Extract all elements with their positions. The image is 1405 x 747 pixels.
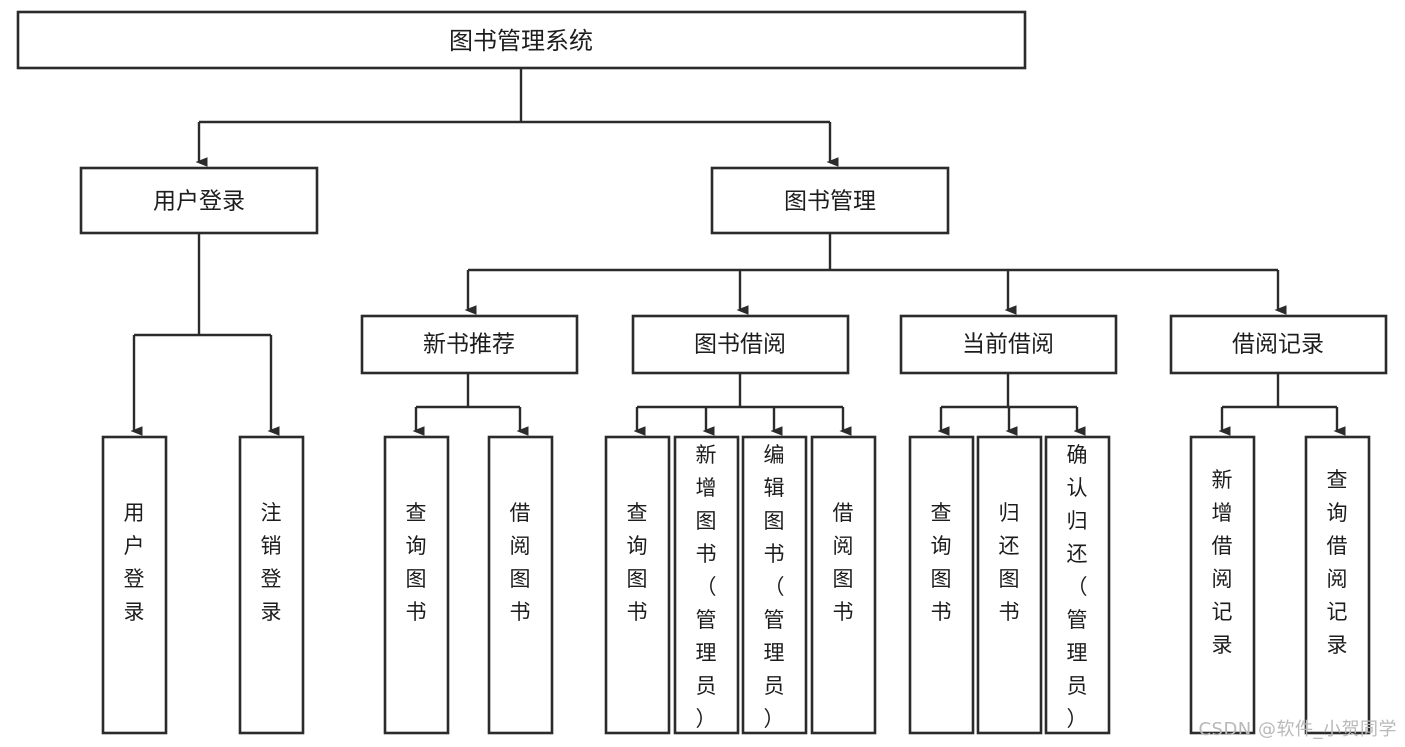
- node-leaf-borrow-book-2-box[interactable]: [810, 435, 877, 735]
- node-leaf-user-login[interactable]: 用户登录: [101, 435, 168, 735]
- node-leaf-borrow-book-1-label: 借阅图书: [510, 501, 531, 624]
- node-leaf-edit-book[interactable]: 编辑图书（管理员）: [741, 435, 808, 735]
- node-leaf-query-book-3[interactable]: 查询图书: [908, 435, 975, 735]
- node-current-borrow-label: 当前借阅: [962, 332, 1054, 358]
- node-new-book-recommend-label: 新书推荐: [423, 332, 515, 358]
- node-user-login-box[interactable]: [79, 166, 319, 235]
- node-leaf-logout-box[interactable]: [238, 435, 305, 735]
- node-book-manage[interactable]: 图书管理: [710, 166, 950, 235]
- node-leaf-borrow-book-2-label: 借阅图书: [833, 501, 854, 624]
- node-book-manage-box[interactable]: [710, 166, 950, 235]
- node-leaf-add-record-label: 新增借阅记录: [1212, 468, 1233, 657]
- node-current-borrow-box[interactable]: [899, 314, 1118, 375]
- node-root[interactable]: 图书管理系统: [16, 10, 1027, 70]
- node-new-book-recommend[interactable]: 新书推荐: [360, 314, 579, 375]
- node-leaf-logout-label: 注销登录: [261, 501, 282, 624]
- node-leaf-query-record-box[interactable]: [1304, 435, 1371, 735]
- node-leaf-query-book-2-label: 查询图书: [627, 501, 648, 624]
- node-leaf-query-book-1-label: 查询图书: [406, 501, 427, 624]
- node-leaf-add-book[interactable]: 新增图书（管理员）: [673, 435, 740, 735]
- node-leaf-query-record[interactable]: 查询借阅记录: [1304, 435, 1371, 735]
- node-book-borrow-box[interactable]: [631, 314, 850, 375]
- node-leaf-query-book-3-box[interactable]: [908, 435, 975, 735]
- node-book-manage-label: 图书管理: [784, 189, 876, 215]
- node-leaf-confirm-return-label: 确认归还（管理员）: [1067, 443, 1088, 731]
- node-leaf-add-book-box[interactable]: [673, 435, 740, 735]
- node-leaf-borrow-book-2[interactable]: 借阅图书: [810, 435, 877, 735]
- node-borrow-record-box[interactable]: [1169, 314, 1388, 375]
- node-leaf-query-book-2-box[interactable]: [604, 435, 671, 735]
- node-leaf-edit-book-label: 编辑图书（管理员）: [764, 443, 785, 731]
- node-leaf-user-login-label: 用户登录: [124, 501, 145, 624]
- node-leaf-query-book-1-box[interactable]: [383, 435, 450, 735]
- node-book-borrow-label: 图书借阅: [694, 332, 786, 358]
- node-leaf-add-record-box[interactable]: [1189, 435, 1256, 735]
- node-leaf-add-record[interactable]: 新增借阅记录: [1189, 435, 1256, 735]
- node-book-borrow[interactable]: 图书借阅: [631, 314, 850, 375]
- node-current-borrow[interactable]: 当前借阅: [899, 314, 1118, 375]
- node-leaf-add-book-label: 新增图书（管理员）: [696, 443, 717, 731]
- node-leaf-query-record-label: 查询借阅记录: [1327, 468, 1348, 657]
- node-leaf-logout[interactable]: 注销登录: [238, 435, 305, 735]
- node-leaf-confirm-return[interactable]: 确认归还（管理员）: [1044, 435, 1111, 735]
- node-leaf-query-book-1[interactable]: 查询图书: [383, 435, 450, 735]
- node-leaf-user-login-box[interactable]: [101, 435, 168, 735]
- node-leaf-borrow-book-1-box[interactable]: [487, 435, 554, 735]
- node-user-login[interactable]: 用户登录: [79, 166, 319, 235]
- node-leaf-borrow-book-1[interactable]: 借阅图书: [487, 435, 554, 735]
- node-root-label: 图书管理系统: [449, 27, 593, 55]
- node-borrow-record-label: 借阅记录: [1232, 332, 1324, 358]
- node-leaf-query-book-3-label: 查询图书: [931, 501, 952, 624]
- node-leaf-return-book[interactable]: 归还图书: [976, 435, 1043, 735]
- node-leaf-edit-book-box[interactable]: [741, 435, 808, 735]
- node-borrow-record[interactable]: 借阅记录: [1169, 314, 1388, 375]
- node-leaf-query-book-2[interactable]: 查询图书: [604, 435, 671, 735]
- node-leaf-confirm-return-box[interactable]: [1044, 435, 1111, 735]
- node-root-box[interactable]: [16, 10, 1027, 70]
- node-leaf-return-book-box[interactable]: [976, 435, 1043, 735]
- node-user-login-label: 用户登录: [153, 189, 245, 215]
- node-leaf-return-book-label: 归还图书: [999, 501, 1020, 624]
- edges-layer: [130, 68, 1346, 436]
- node-new-book-recommend-box[interactable]: [360, 314, 579, 375]
